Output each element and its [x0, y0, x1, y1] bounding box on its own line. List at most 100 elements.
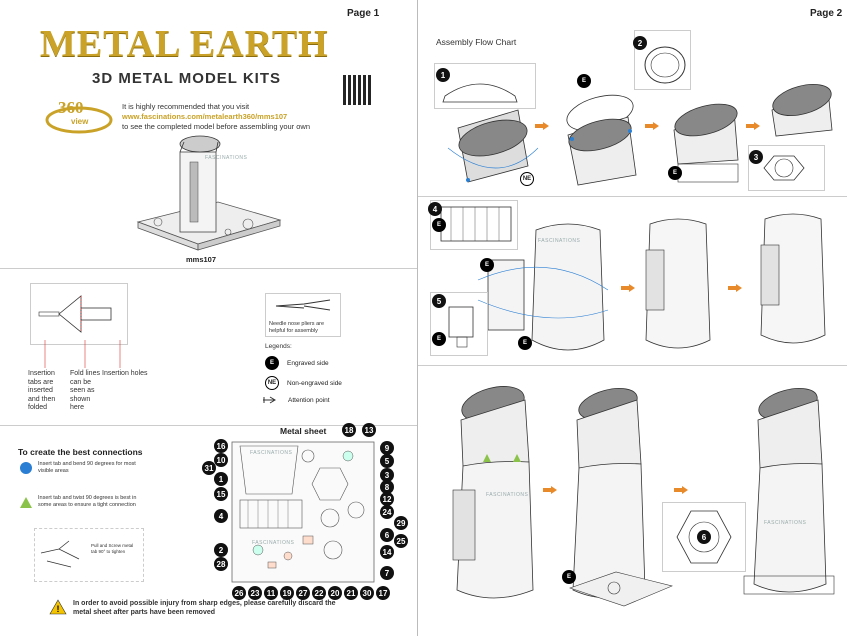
step-6-assembly: [452, 386, 534, 599]
engraved-icon: E: [432, 332, 446, 346]
step-number-2: 2: [633, 36, 647, 50]
part-number-badge: 17: [376, 586, 390, 600]
part-number-badge: 23: [248, 586, 262, 600]
part-number-badge: 30: [360, 586, 374, 600]
part-number-badge: 28: [214, 557, 228, 571]
part-number-badge: 16: [214, 439, 228, 453]
part-number-badge: 4: [214, 509, 228, 523]
base-plate-drawing: [569, 571, 673, 607]
step-5-box: [430, 292, 488, 356]
part-number-badge: 10: [214, 453, 228, 467]
part-number-badge: 26: [232, 586, 246, 600]
bottom-number-row: 26 23 11 19 27 22 20 21 30 17: [232, 586, 390, 600]
part-number-badge: 19: [280, 586, 294, 600]
step-number-5: 5: [432, 294, 446, 308]
badge-number: 360: [58, 98, 84, 117]
part-number-badge: 15: [214, 487, 228, 501]
step-4-assembly: [477, 223, 609, 351]
visit-line-1: It is highly recommended that you visit: [122, 102, 250, 111]
divider: [0, 425, 417, 426]
part-number-badge: 21: [344, 586, 358, 600]
connections-title: To create the best connections: [18, 447, 143, 457]
legend-attention: Attention point: [262, 395, 330, 405]
step-1-box: [434, 63, 536, 109]
pull-screw-box: Pull and Screw metal tab 90° to tighten: [34, 528, 144, 582]
page-1: Page 1 METAL EARTH 3D METAL MODEL KITS 3…: [0, 0, 418, 636]
blue-dot-icon: [20, 462, 32, 474]
step-2-box: [634, 30, 691, 90]
part-number-badge: 8: [380, 480, 394, 494]
watermark: FASCINATIONS: [252, 540, 295, 546]
insertion-holes-note: Insertion holes: [102, 370, 148, 377]
visit-line-3: to see the completed model before assemb…: [122, 122, 311, 131]
engraved-icon: E: [518, 336, 532, 350]
model-code: mms107: [186, 255, 217, 264]
step-3-box: [748, 145, 825, 191]
arrow-right-icon: [621, 284, 635, 292]
part-number-badge: 12: [380, 492, 394, 506]
green-triangle-icon: [20, 497, 32, 508]
part-number-badge: 5: [380, 454, 394, 468]
part-number-badge: 7: [380, 566, 394, 580]
part-5-drawing: [448, 306, 474, 348]
part-number-badge: 1: [214, 472, 228, 486]
callout-lines: [44, 340, 121, 368]
watermark: FASCINATIONS: [250, 450, 293, 456]
warning-text: In order to avoid possible injury from s…: [73, 600, 336, 616]
final-model: [743, 388, 835, 595]
pointing-hand-icon: [263, 396, 276, 404]
product-subtitle: 3D METAL MODEL KITS: [92, 70, 282, 87]
part-number-badge: 24: [380, 505, 394, 519]
page-number: Page 1: [347, 8, 380, 19]
arrow-right-icon: [535, 122, 549, 130]
insertion-tabs-note: Insertion tabs are inserted and then fol…: [28, 370, 56, 411]
engraved-icon: E: [562, 570, 576, 584]
part-6-drawing: [676, 510, 732, 564]
engraved-icon: E: [432, 218, 446, 232]
warning-icon: !: [49, 599, 67, 615]
ring-icon: [45, 106, 113, 134]
arrow-right-icon: [746, 122, 760, 130]
legend-engraved: E Engraved side: [265, 356, 329, 370]
step-3-assembly: [673, 103, 739, 183]
part-number-badge: 2: [214, 543, 228, 557]
divider: [418, 196, 847, 197]
step-6-middle: [572, 388, 646, 599]
part-number-badge: 13: [362, 423, 376, 437]
step-6-box: 6: [662, 502, 746, 572]
watermark: FASCINATIONS: [486, 492, 529, 498]
step-number-6: 6: [697, 530, 711, 544]
step-1-assembly: [447, 109, 539, 183]
step-4-result: [645, 218, 711, 349]
watermark: FASCINATIONS: [538, 238, 581, 244]
step-5-result: [760, 213, 826, 344]
step-2-assembly: [566, 94, 637, 186]
step-number-4: 4: [428, 202, 442, 216]
legend-nonengraved: NE Non-engraved side: [265, 376, 342, 390]
part-3-drawing: [763, 155, 805, 181]
part-number-badge: 14: [380, 545, 394, 559]
part-number-badge: 3: [380, 468, 394, 482]
arrow-right-icon: [674, 486, 688, 494]
page-number: Page 2: [810, 8, 843, 19]
arrow-right-icon: [728, 284, 742, 292]
pliers-icon: [275, 299, 331, 311]
pliers-note: Needle nose pliers are helpful for assem…: [269, 321, 325, 334]
part-number-badge: 11: [264, 586, 278, 600]
nonengraved-icon: NE: [265, 376, 279, 390]
part-number-badge: 6: [380, 528, 394, 542]
step-3-result: [771, 84, 833, 137]
legends-title: Legends:: [265, 343, 292, 350]
part-1-drawing: [442, 83, 518, 103]
model-illustration: [136, 135, 282, 251]
fold-lines-note: Fold lines can be seen as shown here: [70, 370, 100, 411]
nonengraved-icon: NE: [520, 172, 534, 186]
visit-url-link[interactable]: www.fascinations.com/metalearth360/mms10…: [122, 112, 288, 121]
legend-attention-label: Attention point: [288, 396, 330, 404]
part-number-badge: 18: [342, 423, 356, 437]
part-number-badge: 27: [296, 586, 310, 600]
insertion-diagram: [30, 283, 128, 345]
divider: [0, 268, 417, 269]
engraved-icon: E: [577, 74, 591, 88]
divider: [418, 365, 847, 366]
